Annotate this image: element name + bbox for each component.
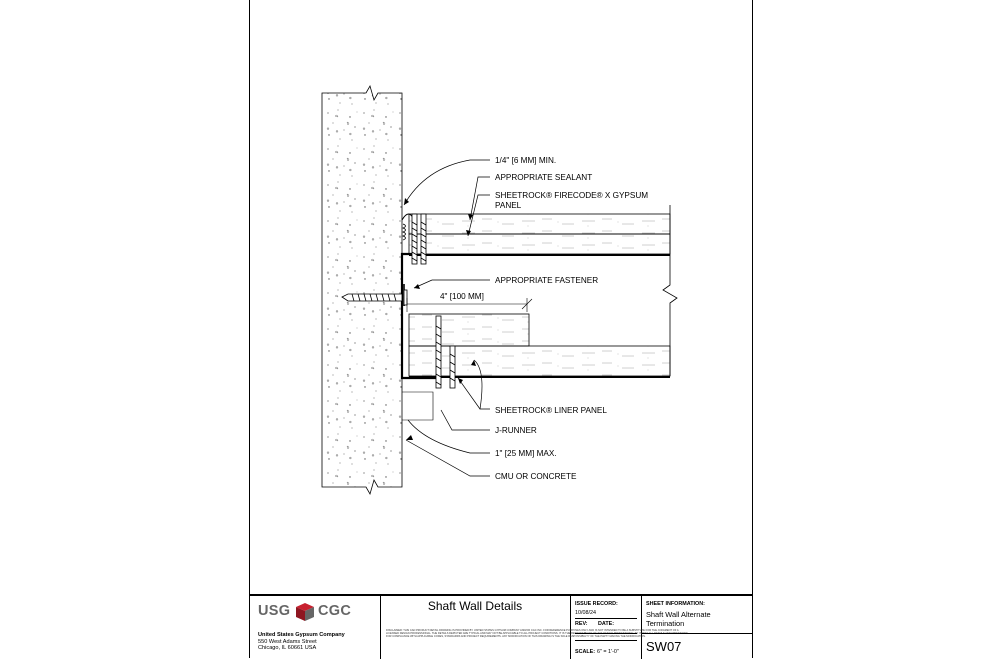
screws (411, 213, 456, 389)
label-gap-min: 1/4" [6 MM] MIN. (495, 156, 556, 165)
title-block: USG CGC United States Gypsum Company 550… (249, 594, 753, 659)
sheet-info-line2: Termination (646, 619, 685, 628)
logo-usg-text: USG (258, 603, 291, 619)
sheet-number: SW07 (646, 639, 682, 654)
scale-label: SCALE: (575, 649, 596, 655)
dimension-4in (406, 298, 533, 312)
leader-arrows (404, 198, 476, 440)
usg-cgc-logo: USG CGC (258, 601, 378, 625)
label-fastener: APPROPRIATE FASTENER (495, 276, 598, 285)
detail-drawing: 1/4" [6 MM] MIN. APPROPRIATE SEALANT SHE… (321, 84, 678, 496)
cmu-wall (321, 84, 403, 496)
company-name: United States Gypsum Company (258, 632, 345, 638)
sheet-info: SHEET INFORMATION: Shaft Wall Alternate … (642, 595, 753, 659)
sheet-info-line1: Shaft Wall Alternate (646, 610, 711, 619)
label-cmu: CMU OR CONCRETE (495, 472, 577, 481)
break-line (662, 205, 678, 376)
title-area: Shaft Wall Details DISCLAIMER: THIS CAD … (380, 595, 688, 659)
label-liner-panel: SHEETROCK® LINER PANEL (495, 406, 607, 415)
firecode-gypsum-panels (408, 213, 671, 255)
company-address-line2: Chicago, IL 60661 USA (258, 645, 317, 652)
label-sealant: APPROPRIATE SEALANT (495, 173, 592, 182)
label-gypsum-line1: SHEETROCK® FIRECODE® X GYPSUM (495, 191, 648, 200)
company-address-line1: 550 West Adams Street (258, 638, 317, 645)
rev-label: REV: (575, 621, 588, 627)
bottom-gap (402, 391, 434, 421)
leader-lines (403, 159, 490, 477)
issue-date: 10/08/24 (575, 610, 596, 616)
sheet-title: Shaft Wall Details (427, 599, 523, 613)
liner-panel (408, 313, 671, 377)
company-info: United States Gypsum Company 550 West Ad… (258, 632, 345, 652)
label-gap-max: 1" [25 MM] MAX. (495, 449, 557, 458)
disclaimer-text: DISCLAIMER: THIS CAD PRODUCT DETAIL DRAW… (386, 629, 688, 639)
scale-value: 6" = 1'-0" (597, 649, 619, 655)
logo-cgc-text: CGC (318, 603, 352, 619)
logo-mark-icon (296, 603, 314, 621)
stud-track (409, 254, 670, 378)
wall-fastener (341, 289, 408, 306)
date-label: DATE: (598, 621, 615, 627)
label-dimension: 4" [100 MM] (440, 292, 484, 301)
label-gypsum-line2: PANEL (495, 201, 522, 210)
issue-record-label: ISSUE RECORD: (575, 601, 618, 607)
label-j-runner: J-RUNNER (495, 426, 537, 435)
sheet-info-label: SHEET INFORMATION: (646, 601, 705, 607)
issue-record: ISSUE RECORD: 10/08/24 REV: DATE: SCALE:… (571, 595, 641, 659)
